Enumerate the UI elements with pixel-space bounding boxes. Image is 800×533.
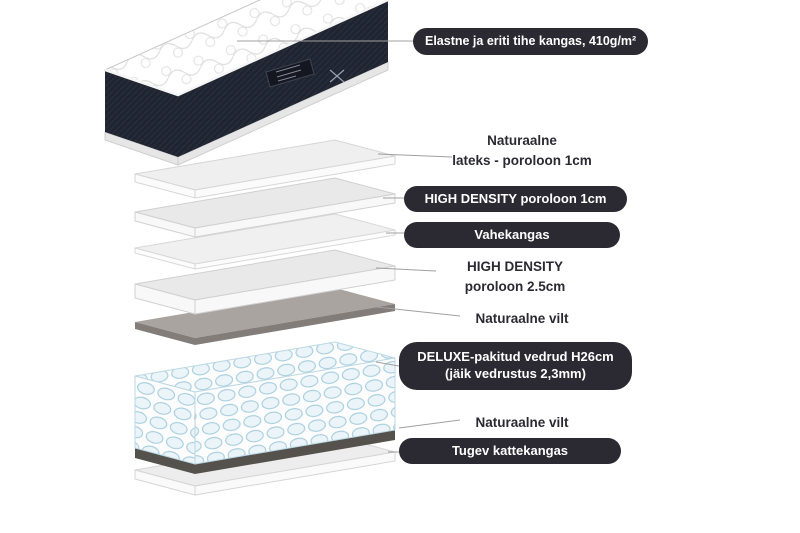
label-interlayer-text: Vahekangas [474,226,550,242]
label-hd-foam-1-text: HIGH DENSITY poroloon 1cm [424,190,607,206]
label-latex-line1: Naturaalne [487,133,557,148]
label-fabric: Elastne ja eriti tihe kangas, 410g/m² [413,28,649,55]
label-felt-upper: Naturaalne vilt [420,309,624,329]
label-interlayer: Vahekangas [404,222,620,248]
layer-felt-upper [135,288,395,345]
stitch-cross-icon [329,69,345,83]
layer-pocket-springs [134,341,396,465]
layer-felt-lower [135,414,395,474]
label-springs-line2: (jäik vedrustus 2,3mm) [445,366,586,381]
label-felt-lower: Naturaalne vilt [420,413,624,433]
label-hd-foam-25-line1: HIGH DENSITY [466,259,563,274]
label-cover-text: Tugev kattekangas [451,442,569,458]
label-fabric-text: Elastne ja eriti tihe kangas, 410g/m² [425,34,637,49]
label-springs-line1: DELUXE-pakitud vedrud H26cm [417,349,614,365]
layer-hd-foam-25 [134,249,396,315]
label-hd-foam-1: HIGH DENSITY poroloon 1cm [404,186,627,212]
label-springs: DELUXE-pakitud vedrud H26cm (jäik vedrus… [399,342,632,390]
label-hd-foam-25: HIGH DENSITY poroloon 2.5cm [420,257,610,296]
label-latex: Naturaalne lateks - poroloon 1cm [420,131,624,170]
layer-hd-foam-1 [134,177,396,238]
layer-quilted-top [103,0,390,166]
layer-interlayer [134,213,396,270]
mattress-label-tag [265,58,315,88]
label-felt-upper-text: Naturaalne vilt [475,311,569,326]
label-hd-foam-25-line2: poroloon 2.5cm [464,278,566,294]
label-latex-line2: lateks - poroloon 1cm [452,152,592,168]
layer-latex [134,139,396,199]
label-felt-lower-text: Naturaalne vilt [475,415,569,430]
layer-cover-fabric [134,435,396,496]
label-cover: Tugev kattekangas [399,438,621,464]
